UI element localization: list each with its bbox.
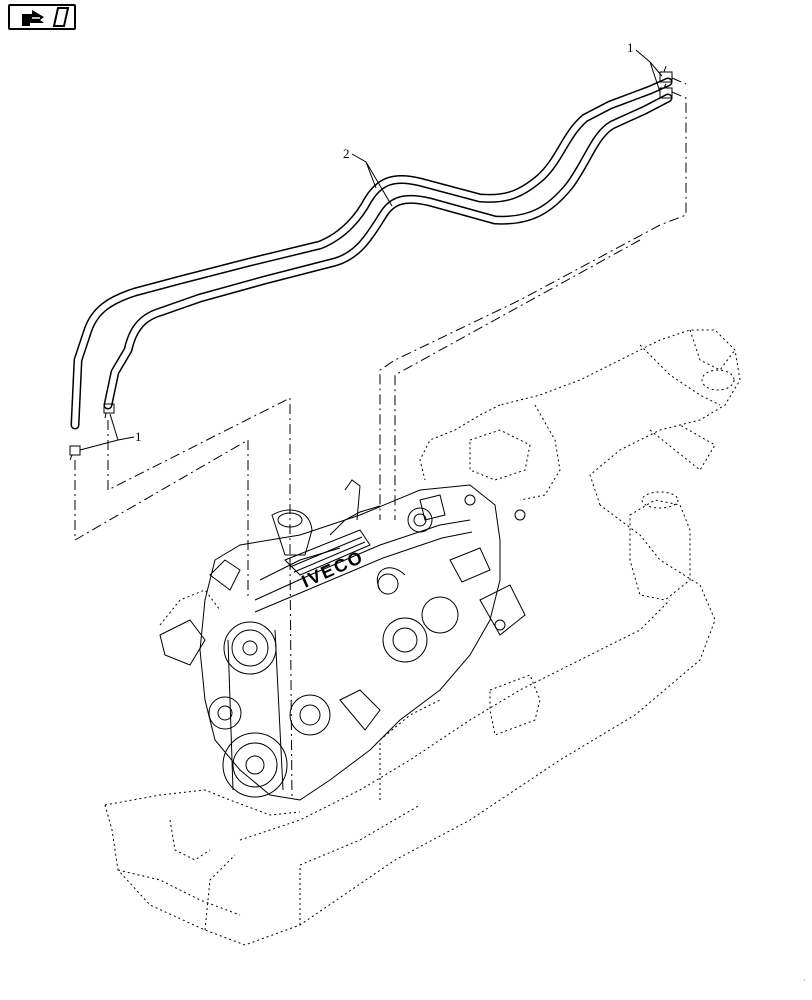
footer-mark: `	[803, 978, 806, 988]
callout-leaders	[79, 49, 663, 451]
callout-clamp-bottom: 1	[135, 429, 142, 444]
assembly-leader-lines	[74, 77, 687, 801]
callout-hose: 2	[343, 146, 350, 161]
back-arrow-icon	[22, 7, 70, 27]
back-button[interactable]	[8, 4, 76, 30]
engine-block	[159, 479, 526, 801]
chassis-frame	[104, 329, 741, 946]
heater-hose-pair	[70, 77, 673, 430]
hose-clamps	[69, 65, 673, 461]
callout-clamp-top: 1	[627, 40, 634, 55]
